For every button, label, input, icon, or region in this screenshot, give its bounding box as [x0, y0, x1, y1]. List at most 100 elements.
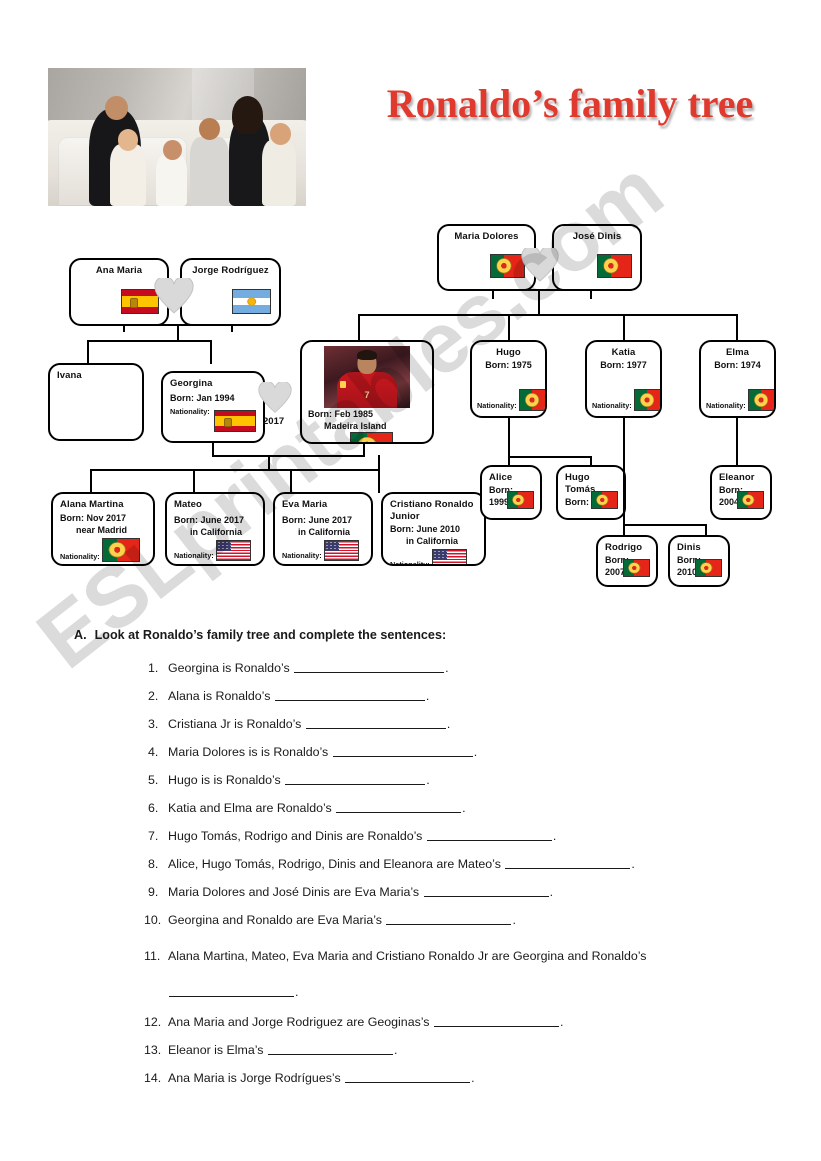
- ronaldo-family-photo: [48, 68, 306, 206]
- question-11: 11.Alana Martina, Mateo, Eva Maria and C…: [144, 948, 646, 964]
- question-text: Georgina is Ronaldo’s: [168, 661, 290, 675]
- tree-node-georgina: Georgina Born: Jan 1994 Nationality:: [161, 371, 265, 443]
- photo-face: [104, 95, 128, 121]
- photo-person-baby: [109, 143, 147, 206]
- usa-flag-icon: [323, 540, 359, 561]
- question-text: Maria Dolores and José Dinis are Eva Mar…: [168, 885, 420, 899]
- question-5: 5.Hugo is is Ronaldo’s .: [148, 772, 430, 787]
- node-name: Rodrigo: [605, 542, 643, 553]
- node-born: Born: Feb 1985: [308, 409, 374, 419]
- question-number: 5.: [148, 773, 159, 787]
- answer-blank[interactable]: [305, 716, 446, 729]
- answer-blank[interactable]: [169, 984, 294, 997]
- connector: [90, 469, 93, 493]
- portugal-flag-icon: [349, 432, 393, 442]
- connector: [508, 314, 511, 340]
- spain-flag-icon: [214, 410, 256, 432]
- answer-blank[interactable]: [294, 660, 445, 673]
- exercise-instruction-text: Look at Ronaldo’s family tree and comple…: [94, 628, 447, 642]
- photo-face: [162, 139, 183, 161]
- node-name: Jorge Rodríguez: [192, 265, 269, 276]
- connector: [210, 340, 213, 364]
- tree-node-alice: Alice Born: 1999: [480, 465, 542, 520]
- answer-blank[interactable]: [426, 828, 552, 841]
- question-number: 9.: [148, 885, 159, 899]
- question-number: 13.: [144, 1043, 162, 1057]
- heart-icon: [258, 382, 292, 414]
- question-number: 1.: [148, 661, 159, 675]
- question-number: 10.: [144, 913, 162, 927]
- connector: [193, 469, 196, 493]
- node-born: Born: 2008: [565, 497, 612, 507]
- connector: [123, 324, 126, 332]
- question-text: Georgina and Ronaldo are Eva Maria’s: [168, 913, 382, 927]
- answer-blank[interactable]: [505, 856, 631, 869]
- answer-blank[interactable]: [345, 1070, 471, 1083]
- node-name: Alana Martina: [60, 499, 124, 510]
- node-birthplace: in California: [406, 535, 459, 546]
- node-name: Hugo Tomás: [565, 472, 596, 495]
- portugal-flag-icon: [747, 389, 774, 411]
- question-text: Alice, Hugo Tomás, Rodrigo, Dinis and El…: [168, 857, 501, 871]
- portugal-flag-icon: [597, 254, 632, 278]
- node-name: Ana Maria: [95, 265, 143, 276]
- connector: [623, 418, 626, 524]
- question-number: 11.: [144, 949, 161, 963]
- answer-blank[interactable]: [274, 688, 425, 701]
- portugal-flag-icon: [507, 491, 534, 509]
- connector: [590, 456, 593, 466]
- node-name: Georgina: [170, 378, 213, 389]
- connector: [492, 289, 495, 299]
- node-born: Born: 1977: [600, 360, 647, 370]
- connector-bus: [90, 469, 380, 472]
- tree-node-rodrigo: Rodrigo Born: 2007: [596, 535, 658, 587]
- connector: [290, 469, 293, 493]
- portugal-flag-icon: [101, 538, 140, 562]
- answer-blank[interactable]: [386, 912, 512, 925]
- question-number: 12.: [144, 1015, 162, 1029]
- marriage-year: 2017: [263, 416, 285, 427]
- usa-flag-icon: [215, 540, 251, 561]
- tree-node-katia: Katia Born: 1977 Nationality:: [585, 340, 662, 418]
- answer-blank[interactable]: [332, 744, 473, 757]
- connector: [508, 456, 592, 459]
- question-text: Cristiana Jr is Ronaldo’s: [168, 717, 302, 731]
- tree-node-eleanor: Eleanor Born: 2004: [710, 465, 772, 520]
- answer-blank[interactable]: [433, 1014, 559, 1027]
- node-born: Born: 1999: [489, 485, 513, 507]
- argentina-flag-icon: [232, 289, 271, 314]
- tree-node-jorge-rodriguez: Jorge Rodríguez: [180, 258, 281, 326]
- node-name: Dinis: [677, 542, 701, 553]
- question-text: Alana is Ronaldo’s: [168, 689, 271, 703]
- connector: [231, 324, 234, 332]
- answer-blank[interactable]: [267, 1042, 393, 1055]
- connector: [492, 289, 592, 292]
- node-birthplace: in California: [190, 526, 243, 537]
- tree-node-dinis: Dinis Born: 2010: [668, 535, 730, 587]
- tree-node-mateo: Mateo Born: June 2017 in California Nati…: [165, 492, 265, 566]
- answer-blank[interactable]: [336, 800, 462, 813]
- answer-blank[interactable]: [285, 772, 426, 785]
- answer-blank[interactable]: [423, 884, 549, 897]
- heart-icon: [154, 278, 194, 314]
- question-14: 14.Ana Maria is Jorge Rodrígues’s .: [144, 1070, 475, 1085]
- node-name-line2: Junior: [390, 511, 420, 522]
- portugal-flag-icon: [633, 389, 660, 411]
- tree-node-ivana: Ivana: [48, 363, 144, 441]
- tree-node-cristiano-ronaldo: 7 Born: Feb 1985 Madeira Island National…: [300, 340, 434, 444]
- question-number: 6.: [148, 801, 159, 815]
- connector: [87, 340, 212, 343]
- question-text: Eleanor is Elma’s: [168, 1043, 264, 1057]
- portugal-flag-icon: [623, 559, 650, 577]
- connector: [177, 324, 180, 342]
- node-name: Cristiano Ronaldo: [390, 499, 474, 510]
- node-birthplace: in California: [298, 526, 351, 537]
- node-born: Born: June 2010: [390, 524, 461, 534]
- question-12: 12. Ana Maria and Jorge Rodriguez are Geo…: [144, 1014, 564, 1029]
- connector: [623, 524, 626, 536]
- question-number: 7.: [148, 829, 159, 843]
- tree-node-elma: Elma Born: 1974 Nationality:: [699, 340, 776, 418]
- connector: [538, 289, 541, 315]
- question-text: Ana Maria and Jorge Rodriguez are Geogin…: [168, 1015, 430, 1029]
